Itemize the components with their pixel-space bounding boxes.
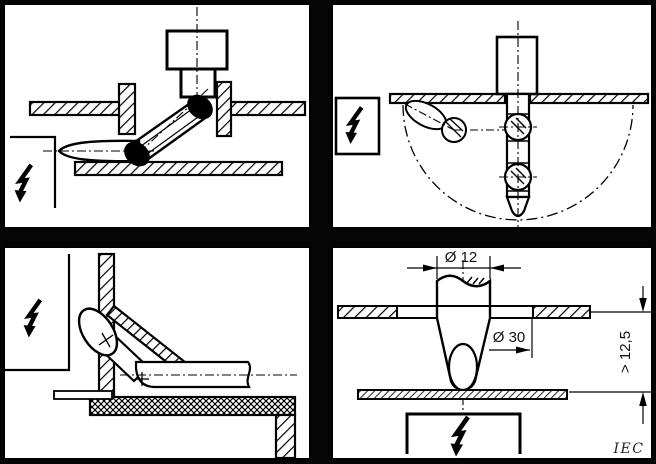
test-probe-handle [495,35,539,96]
dimension-clearance: > 12,5 [569,286,651,424]
hole-diameter-label: Ø 30 [493,329,526,346]
dim-arrow [423,264,437,272]
probe-body [435,274,492,392]
dim-arrow [639,392,647,406]
iec-credit: IEC [613,441,645,457]
hazard-part-box [334,96,381,156]
dim-arrow [516,346,530,354]
bent-finger-ghost [404,99,505,143]
ground-enclosure [53,390,297,458]
bottom-plate [357,389,568,400]
panel-finger-through-slot [3,3,311,229]
finger-tip-profile [447,342,479,392]
dimension-probe-diameter: Ø 12 [407,249,521,279]
lower-barrier-plate [73,160,284,177]
lightning-bolt-icon [15,165,32,203]
finger-joint-upper [187,94,213,120]
hazard-part-boundary [10,135,57,208]
dim-arrow [639,298,647,312]
hazard-part-boundary [5,254,71,372]
clearance-label: > 12,5 [617,331,634,373]
probe-diameter-label: Ø 12 [445,249,478,266]
panel-dimensioned-probe: Ø 12 Ø 30 > 12,5 IEC [331,246,653,460]
slot-plates [28,80,307,138]
center-lines [43,7,209,163]
lightning-bolt-icon [451,417,469,457]
dim-arrow [490,264,504,272]
lightning-bolt-icon [24,300,41,338]
hazard-part-bracket [405,412,522,454]
panel-finger-straight-with-sweep [331,3,653,229]
dimension-hole-diameter: Ø 30 [489,318,533,358]
ledge-plate [53,390,113,400]
center-lines [499,21,537,227]
finger-tip [505,195,531,218]
panel-finger-bent-behind-baffle [3,246,311,460]
